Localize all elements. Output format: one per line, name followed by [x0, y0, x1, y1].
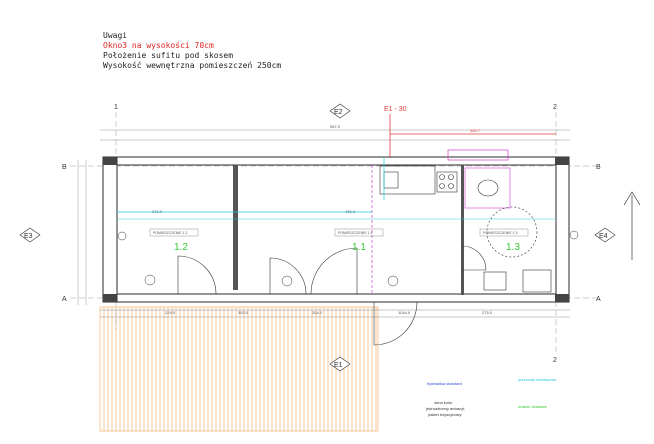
- overlay-lines: [117, 149, 556, 294]
- note-window-height: Okno3 na wysokości 70cm: [103, 41, 214, 50]
- axis-label-b-left: B: [62, 164, 67, 171]
- legend-windows-line1: okna kolor: [434, 400, 453, 405]
- deck-area: [99, 306, 379, 432]
- marker-e4-label: E4: [599, 233, 608, 240]
- dim-room11-width: 465.3: [345, 209, 356, 214]
- dim-bottom-4: 275.0: [482, 310, 493, 315]
- room-12-name: POMIESZCZENIE 1.2: [153, 231, 187, 235]
- fixtures: [379, 165, 552, 293]
- exterior-walls: [102, 156, 570, 303]
- axis-label-2-bottom: 2: [553, 357, 557, 364]
- north-arrow-icon: [623, 191, 641, 260]
- marker-e2-label: E2: [334, 109, 343, 116]
- doors: [177, 245, 487, 346]
- room-12-number: 1.2: [174, 242, 188, 253]
- room-13-name: POMIESZCZENIE 1.3: [483, 231, 517, 235]
- dim-total-top: 567.0: [330, 124, 341, 129]
- marker-e1-label: E1: [334, 362, 343, 369]
- legend-hydraulics: hydraulika standard: [427, 381, 462, 386]
- marker-e1-30-label: E1 - 30: [384, 106, 407, 113]
- light-fixtures: [117, 230, 579, 287]
- legend-windows-line3: pakiet trzyszybowy: [428, 412, 462, 417]
- marker-e3-label: E3: [24, 233, 33, 240]
- dim-bottom-1: 224.0: [165, 310, 176, 315]
- dim-bottom-3: 1044.0: [398, 310, 411, 315]
- interior-walls: [233, 165, 464, 295]
- axis-label-b-right: B: [596, 164, 601, 171]
- notes-heading: Uwagi: [103, 31, 128, 40]
- dim-bottom-2: 204.0: [312, 310, 323, 315]
- room-11-name: POMIESZCZENIE 1.1: [338, 231, 372, 235]
- axis-label-a-left: A: [62, 296, 67, 303]
- elevation-marker-e1: [329, 356, 351, 372]
- note-room-height: Wysokość wewnętrzna pomieszczeń 250cm: [103, 61, 282, 70]
- red-run: [376, 114, 560, 301]
- elevation-marker-e2: [329, 103, 351, 119]
- dim-room12-width: 240.0: [152, 209, 163, 214]
- legend-partitions: ścianki działowe: [518, 404, 548, 409]
- room-13-number: 1.3: [506, 242, 520, 253]
- axis-label-a-right: A: [596, 296, 601, 303]
- elevation-marker-e3: [19, 227, 41, 243]
- note-ceiling: Położenie sufitu pod skosem: [103, 51, 234, 60]
- axis-label-2-top: 2: [553, 104, 557, 111]
- axis-labels: 1 2 2 B B A A: [62, 104, 601, 364]
- elevation-marker-e4: [594, 227, 616, 243]
- legend-electrical: przewody elektryczne: [518, 377, 557, 382]
- dim-red: 352.7: [470, 128, 481, 133]
- legend-windows-line2: jednostronny antracyt,: [425, 406, 465, 411]
- axis-label-1-top: 1: [114, 104, 118, 111]
- room-11-number: 1.1: [352, 242, 366, 253]
- dimension-lines: [77, 129, 570, 318]
- dim-bottom-5: 303.0: [238, 310, 249, 315]
